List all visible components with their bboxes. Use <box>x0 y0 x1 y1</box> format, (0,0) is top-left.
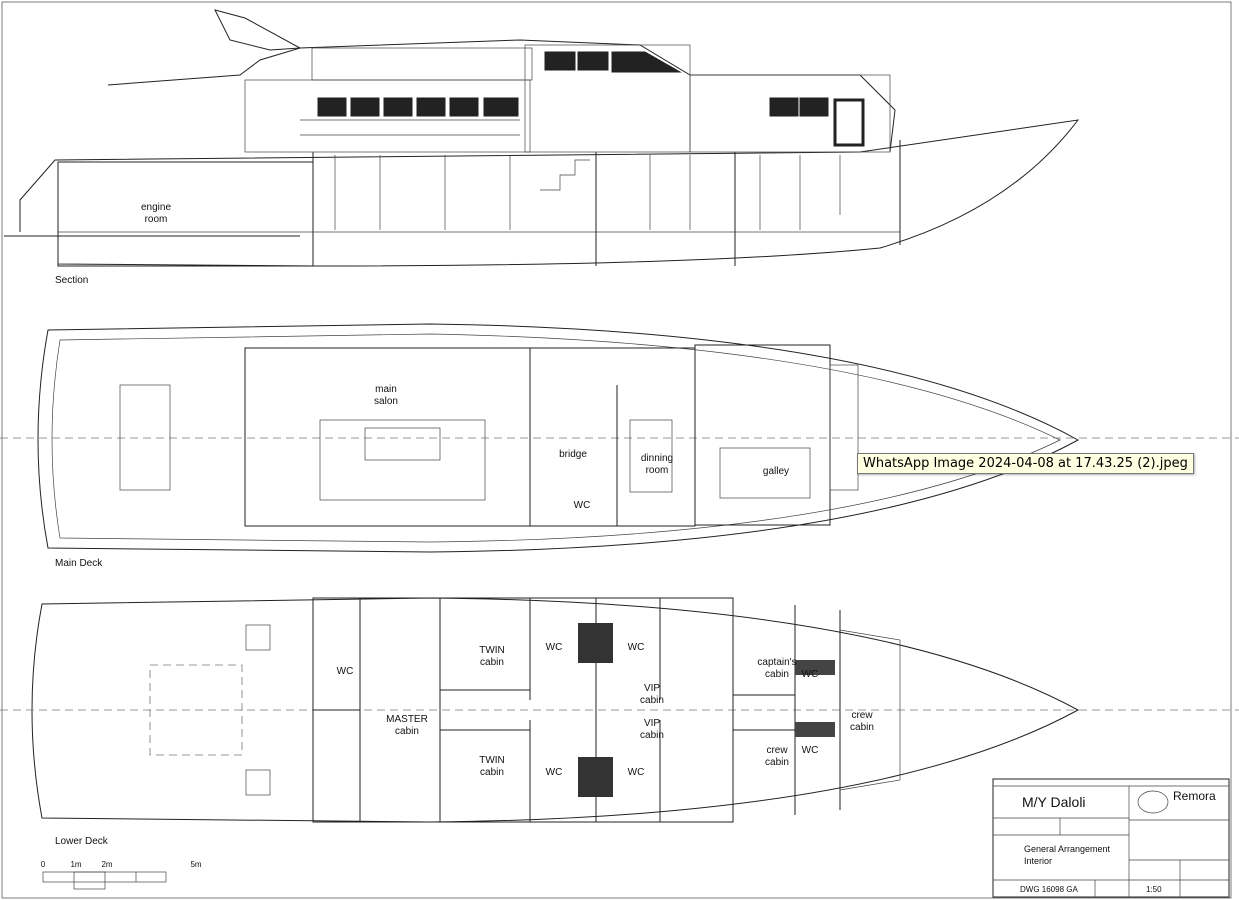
main-salon-label: main <box>375 384 397 395</box>
aft-dining-table <box>119 384 171 491</box>
title-block: M/Y Daloli Remora General Arrangement In… <box>992 778 1230 898</box>
drawing-number: DWG 16098 GA <box>1020 885 1078 894</box>
scale-label: 5m <box>190 860 201 869</box>
vip-cabin-top-label-2: cabin <box>640 695 664 706</box>
vip-cabin-bottom-label-2: cabin <box>640 730 664 741</box>
twin-cabin-top-label-2: cabin <box>480 657 504 668</box>
engine-room-label: engine <box>141 202 171 213</box>
captain-wc-label: WC <box>802 669 819 680</box>
master-cabin-label-2: cabin <box>395 726 419 737</box>
crew-wc-label: WC <box>802 745 819 756</box>
salon-sofa <box>319 419 486 501</box>
main-wc-label: WC <box>574 500 591 511</box>
lower-deck-caption: Lower Deck <box>55 836 109 847</box>
drawing-scale: 1:50 <box>1146 885 1162 894</box>
section-caption: Section <box>55 275 88 286</box>
lower-deck-hull <box>31 597 1080 823</box>
dining-room-label: dinning <box>641 453 673 464</box>
scale-label: 1m <box>70 860 81 869</box>
crew-cabin-2-label: crew <box>851 710 873 721</box>
bridge-label: bridge <box>559 449 587 460</box>
scale-bar: 0 1m 2m 5m <box>41 860 202 890</box>
twin-cabin-top-label: TWIN <box>479 645 505 656</box>
captains-cabin-label-2: cabin <box>765 669 789 680</box>
main-salon-label-2: salon <box>374 396 398 407</box>
company-name: Remora <box>1173 789 1216 803</box>
crew-cabin-label-2: cabin <box>765 757 789 768</box>
wc-label: WC <box>628 767 645 778</box>
engine-room-box <box>57 161 314 267</box>
scale-label: 0 <box>41 860 46 869</box>
crew-cabin-2-label-2: cabin <box>850 722 874 733</box>
wc-label: WC <box>546 767 563 778</box>
captains-cabin-label: captain's <box>757 657 796 668</box>
twin-cabin-bottom-label-2: cabin <box>480 767 504 778</box>
master-cabin-label: MASTER <box>386 714 428 725</box>
twin-cabin-bottom-label: TWIN <box>479 755 505 766</box>
hatch <box>149 664 243 756</box>
lower-deck-plan: WC MASTER cabin TWIN cabin TWIN cabin WC… <box>0 597 1239 847</box>
main-salon-room <box>244 347 531 527</box>
drawing-subtitle: Interior <box>1024 856 1052 866</box>
main-deck-caption: Main Deck <box>55 558 103 569</box>
dining-room-label-2: room <box>646 465 669 476</box>
scale-label: 2m <box>101 860 112 869</box>
vip-cabin-top-label: VIP <box>644 683 660 694</box>
dining-table <box>629 419 673 493</box>
main-deck-hull <box>37 323 1080 553</box>
crew-cabin-label: crew <box>766 745 788 756</box>
vip-cabin-bottom-label: VIP <box>644 718 660 729</box>
radar-arch <box>214 9 302 51</box>
master-wc-label: WC <box>337 666 354 677</box>
file-name-tooltip: WhatsApp Image 2024-04-08 at 17.43.25 (2… <box>857 453 1194 474</box>
section-hull <box>19 119 1080 267</box>
galley-label: galley <box>763 466 789 477</box>
wc-label: WC <box>628 642 645 653</box>
main-deck-plan: main salon bridge dinning room galley WC… <box>0 323 1239 569</box>
engine-room-label-2: room <box>145 214 168 225</box>
drawing-title: General Arrangement <box>1024 844 1111 854</box>
section-view: engine room Section <box>4 9 1080 286</box>
wc-label: WC <box>546 642 563 653</box>
project-name: M/Y Daloli <box>1022 794 1086 810</box>
remora-logo <box>1137 790 1169 814</box>
